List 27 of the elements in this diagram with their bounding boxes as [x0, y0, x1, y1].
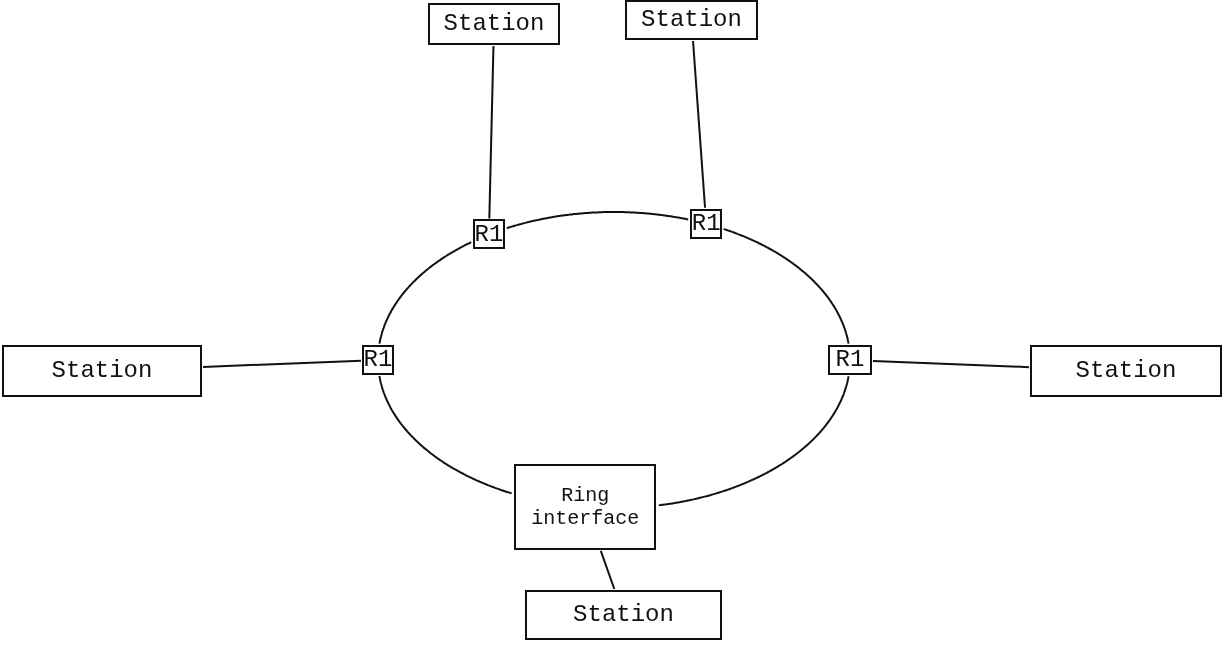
interface-box [514, 463, 657, 550]
node-label: R1 [363, 346, 393, 374]
connector-line [378, 375, 513, 495]
connector-line [599, 549, 616, 590]
connector-line [505, 211, 690, 230]
station-box [1030, 345, 1222, 397]
station-box [525, 590, 722, 640]
node-label: R1 [835, 346, 865, 374]
connector-line [488, 45, 495, 220]
station-box [428, 3, 560, 45]
connector-line [872, 359, 1030, 369]
station-box [625, 0, 758, 40]
node-label: R1 [474, 220, 504, 249]
connector-line [378, 241, 473, 345]
node-label: Ring interface [530, 483, 641, 530]
connector-line [657, 375, 850, 507]
node-label: Station [1075, 357, 1177, 385]
connector-line [202, 359, 362, 368]
node-label: Station [443, 10, 545, 38]
repeater-box [828, 345, 872, 375]
node-label: R1 [691, 209, 721, 238]
node-label: Station [641, 6, 742, 34]
node-label: Station [573, 601, 674, 629]
station-box [2, 345, 202, 397]
connector-line [692, 40, 707, 209]
node-label: Station [51, 357, 153, 385]
connector-line [722, 227, 850, 345]
